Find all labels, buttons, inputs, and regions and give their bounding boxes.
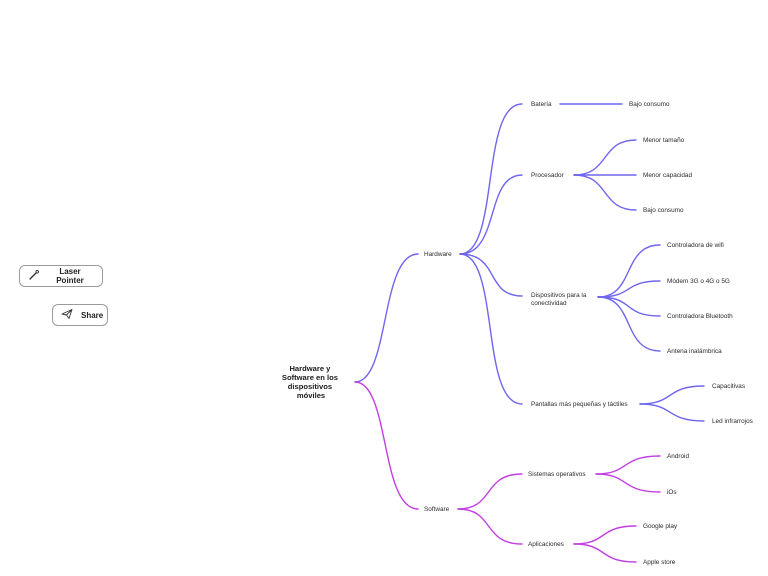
share-label: Share	[81, 310, 104, 320]
node-android[interactable]: Android	[667, 453, 689, 460]
node-antena[interactable]: Antena inalámbrica	[667, 348, 722, 355]
paper-plane-icon	[61, 308, 73, 322]
node-conectividad[interactable]: Dispositivos para la conectividad	[531, 292, 588, 307]
node-procesador[interactable]: Procesador	[531, 172, 565, 179]
root-node[interactable]: Hardware y Software en los dispositivos …	[282, 364, 340, 400]
node-apple-store[interactable]: Apple store	[643, 559, 676, 566]
node-menor-capacidad[interactable]: Menor capacidad	[643, 172, 692, 179]
node-google-play[interactable]: Google play	[643, 523, 678, 530]
node-ios[interactable]: iOs	[667, 489, 677, 496]
node-procesador-bajo-consumo[interactable]: Bajo consumo	[643, 207, 684, 214]
root-line-2: Software en los	[282, 373, 338, 382]
root-line-1: Hardware y	[289, 364, 331, 373]
node-bluetooth[interactable]: Controladora Bluetooth	[667, 313, 733, 320]
node-led-infrarrojos[interactable]: Led infrarrojos	[712, 418, 753, 425]
node-capacitivas[interactable]: Capacitivas	[712, 383, 745, 390]
root-line-3: dispositivos	[288, 382, 332, 391]
node-software[interactable]: Software	[424, 506, 450, 513]
laser-pointer-button[interactable]: Laser Pointer	[19, 265, 103, 287]
node-modem[interactable]: Módem 3G o 4G o 5G	[667, 278, 730, 285]
node-bateria-bajo-consumo[interactable]: Bajo consumo	[629, 101, 670, 108]
node-wifi[interactable]: Controladora de wifi	[667, 242, 724, 249]
node-bateria[interactable]: Batería	[531, 101, 552, 108]
node-sistemas-operativos[interactable]: Sistemas operativos	[528, 471, 586, 478]
node-aplicaciones[interactable]: Aplicaciones	[528, 541, 564, 548]
conectividad-line-1: Dispositivos para la	[531, 292, 587, 299]
share-button[interactable]: Share	[52, 304, 108, 326]
node-menor-tamano[interactable]: Menor tamaño	[643, 137, 685, 144]
node-pantallas[interactable]: Pantallas más pequeñas y táctiles	[531, 401, 628, 408]
laser-pointer-icon	[28, 269, 40, 283]
node-hardware[interactable]: Hardware	[424, 251, 452, 258]
conectividad-line-2: conectividad	[531, 300, 567, 307]
hardware-connectors	[354, 103, 705, 422]
laser-pointer-label: Laser Pointer	[56, 267, 84, 285]
root-line-4: móviles	[297, 391, 325, 400]
software-connectors	[354, 381, 661, 563]
